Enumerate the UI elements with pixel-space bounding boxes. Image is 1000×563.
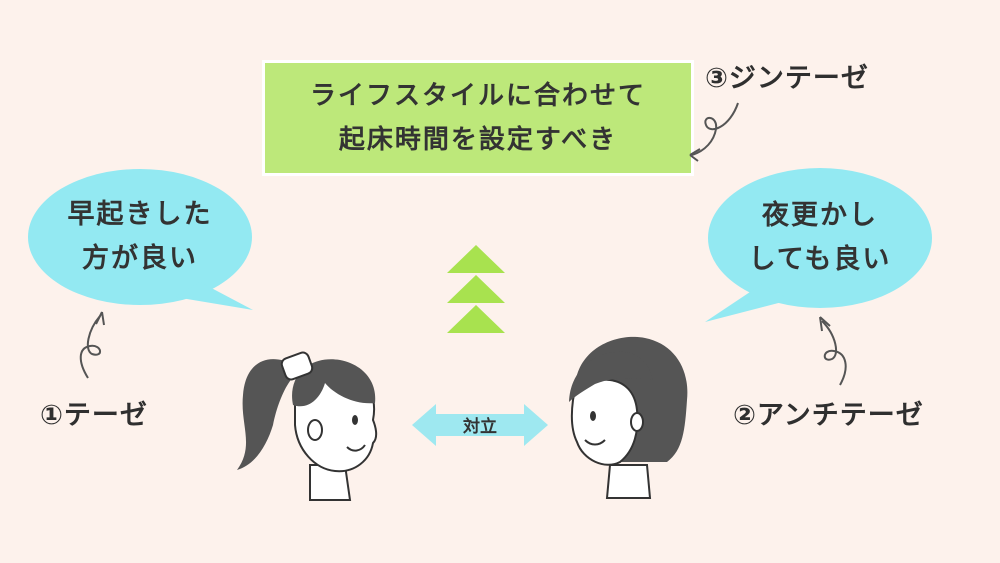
- bob-person-illustration: [569, 336, 688, 499]
- antithesis-bubble: [705, 168, 932, 322]
- conflict-label: 対立: [463, 417, 497, 437]
- antithesis-line-2: しても良い: [748, 244, 892, 275]
- curly-arrow-icon: [689, 102, 739, 162]
- synthesis-box: ライフスタイルに合わせて 起床時間を設定すべき: [262, 60, 694, 176]
- thesis-line-2: 方が良い: [82, 243, 198, 274]
- synthesis-line-2: 起床時間を設定すべき: [338, 125, 618, 155]
- thesis-bubble: [28, 169, 253, 310]
- synthesis-line-1: ライフスタイルに合わせて: [309, 81, 646, 111]
- curly-arrow-icon: [819, 316, 847, 386]
- synthesis-label: ③ジンテーゼ: [705, 63, 869, 94]
- antithesis-line-1: 夜更かし: [762, 200, 878, 231]
- thesis-line-1: 早起きした: [67, 199, 213, 230]
- thesis-text: 早起きした 方が良い: [25, 162, 255, 312]
- curly-arrow-icon: [79, 311, 105, 379]
- antithesis-label: ②アンチテーゼ: [733, 400, 924, 431]
- double-arrow-icon: [412, 404, 548, 446]
- ponytail-person-illustration: [237, 351, 378, 501]
- up-chevrons-icon: [447, 245, 505, 333]
- antithesis-text: 夜更かし しても良い: [705, 162, 935, 314]
- thesis-label: ①テーゼ: [40, 400, 148, 431]
